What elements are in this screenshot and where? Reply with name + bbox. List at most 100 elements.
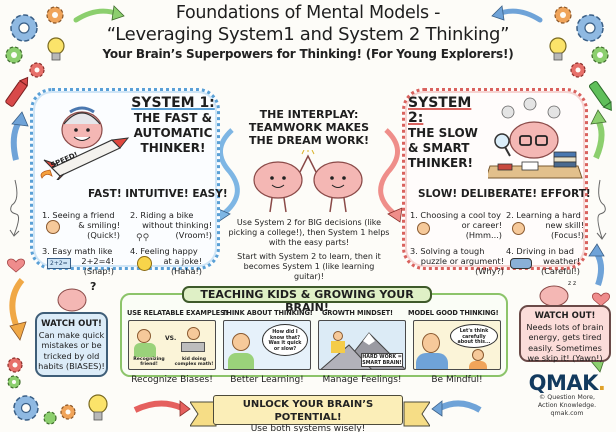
system1-heading: SYSTEM 1: bbox=[131, 95, 215, 111]
unlock-heading: UNLOCK YOUR BRAIN’S POTENTIAL! bbox=[242, 399, 374, 423]
panel-growth-mindset: HARD WORK = SMART BRAIN! bbox=[318, 320, 406, 370]
gear-icon bbox=[7, 375, 21, 389]
books-stack-icon bbox=[553, 151, 577, 168]
sleep-mark: z z bbox=[568, 280, 577, 287]
brain-icon bbox=[253, 161, 303, 213]
kid-face-icon bbox=[137, 329, 151, 343]
system1-subheading-1: THE FAST & bbox=[133, 111, 213, 125]
gear-icon bbox=[13, 395, 39, 421]
system1-subheading-3: THINKER! bbox=[140, 141, 206, 155]
panel1-right-caption: kid doing complex math! bbox=[174, 357, 214, 367]
child-body-icon bbox=[469, 361, 487, 369]
gear-icon bbox=[576, 14, 604, 42]
header: Foundations of Mental Models - “Leveragi… bbox=[0, 2, 616, 62]
panel-caption-1: Recognize Biases! bbox=[131, 375, 213, 385]
gear-icon bbox=[43, 411, 57, 425]
interplay-heading: THE INTERPLAY: bbox=[259, 108, 359, 121]
gear-icon bbox=[46, 6, 64, 24]
bicycle-icon: ⚲⚲ bbox=[136, 233, 150, 243]
interplay-paragraph-2: Start with System 2 to learn, then it be… bbox=[237, 252, 381, 281]
system2-subheading-3: THINKER! bbox=[408, 156, 473, 170]
panel-caption-3: Manage Feelings! bbox=[322, 375, 402, 385]
gear-icon bbox=[60, 404, 76, 420]
heart-icon bbox=[7, 258, 25, 273]
rocket-icon bbox=[40, 137, 130, 180]
thought-bubble: How did I know that? Was it quick or slo… bbox=[262, 324, 308, 356]
system1-example-4: 4. Feeling happy at a joke! (Haha!) bbox=[130, 246, 202, 276]
high-five-brains-illustration bbox=[253, 150, 363, 213]
laptop-icon bbox=[181, 342, 205, 352]
brand-block: QMAK. © Question More, Action Knowledge.… bbox=[527, 372, 607, 418]
interplay-subheading-2: THE DREAM WORK! bbox=[249, 134, 369, 147]
squiggle-arrow-icon bbox=[597, 179, 606, 239]
system1-title: SYSTEM 1: THE FAST & AUTOMATIC THINKER! bbox=[128, 96, 218, 156]
brain-with-glasses-icon bbox=[509, 121, 559, 159]
panel-label-2: THINK ABOUT THINKING! bbox=[222, 309, 313, 317]
kid-body-icon bbox=[228, 353, 254, 369]
climber-icon bbox=[333, 331, 343, 341]
interplay-title: THE INTERPLAY: TEAMWORK MAKES THE DREAM … bbox=[226, 108, 392, 147]
watch-out-system2: WATCH OUT! Needs lots of brain energy, g… bbox=[519, 305, 611, 363]
child-face-icon bbox=[472, 349, 484, 361]
magnifying-glass-icon bbox=[494, 133, 511, 157]
lightbulb-icon bbox=[549, 37, 567, 61]
sleeping-brain-icon bbox=[539, 285, 569, 307]
unlock-banner: UNLOCK YOUR BRAIN’S POTENTIAL! Use both … bbox=[213, 395, 403, 432]
panel-model-good-thinking: Let's think carefully about this... bbox=[413, 320, 501, 370]
title-line-2: “Leveraging System1 and System 2 Thinkin… bbox=[106, 24, 510, 45]
left-arrow-icon bbox=[438, 400, 482, 413]
brand-tagline-2: Action Knowledge. bbox=[537, 402, 597, 409]
steam-cloud-icon bbox=[501, 97, 561, 119]
panel-relatable-examples: VS. Recognizing friend! kid doing comple… bbox=[128, 320, 216, 370]
watch-out-system1: WATCH OUT! Can make quick mistakes or be… bbox=[35, 312, 108, 377]
watch-out-heading: WATCH OUT! bbox=[534, 311, 596, 321]
vs-label: VS. bbox=[165, 335, 177, 342]
adult-face-icon bbox=[422, 333, 440, 353]
brain-icon bbox=[313, 161, 363, 213]
ribbon-tails bbox=[190, 401, 430, 427]
panel-caption-4: Be Mindful! bbox=[431, 375, 483, 385]
kid-body-icon bbox=[134, 343, 156, 357]
unlock-subheading: Use both systems wisely! bbox=[250, 424, 366, 432]
lightbulb-icon bbox=[88, 394, 108, 421]
system1-panel bbox=[30, 88, 220, 270]
gear-icon bbox=[29, 62, 45, 78]
system2-tagline: SLOW! DELIBERATE! EFFORT! bbox=[418, 188, 591, 200]
system2-heading: SYSTEM 2: bbox=[408, 95, 472, 126]
squiggle-arrow-icon bbox=[10, 179, 20, 236]
qmak-logo: QMAK. bbox=[528, 371, 606, 395]
gear-icon bbox=[5, 46, 23, 64]
title-line-1: Foundations of Mental Models - bbox=[175, 3, 441, 23]
gear-icon bbox=[7, 357, 23, 373]
down-arrow-icon bbox=[9, 278, 25, 332]
speech-bubble: Let's think carefully about this... bbox=[450, 324, 498, 348]
interplay-text: Use System 2 for BIG decisions (like pic… bbox=[228, 218, 390, 286]
adult-body-icon bbox=[416, 353, 448, 369]
teaching-banner: TEACHING KIDS & GROWING YOUR BRAIN! bbox=[182, 286, 432, 314]
red-wave-arrow-icon bbox=[378, 128, 400, 217]
interplay-paragraph-1: Use System 2 for BIG decisions (like pic… bbox=[228, 218, 390, 247]
system2-subheading-1: THE SLOW bbox=[408, 126, 478, 140]
focused-boy-icon bbox=[512, 222, 525, 235]
interplay-subheading-1: TEAMWORK MAKES bbox=[248, 121, 370, 134]
climber-body-icon bbox=[331, 341, 345, 353]
right-arrow-icon bbox=[133, 400, 184, 413]
laughing-emoji-icon bbox=[137, 256, 152, 271]
gear-icon bbox=[554, 6, 572, 24]
system2-title: SYSTEM 2: THE SLOW & SMART THINKER! bbox=[408, 96, 488, 171]
system2-example-2: 2. Learning a hard new skill! (Focus!) bbox=[506, 210, 584, 240]
system1-example-2: 2. Riding a bike without thinking! (Vroo… bbox=[130, 210, 212, 240]
lightbulb-icon bbox=[47, 37, 65, 61]
confused-brain-icon bbox=[57, 288, 87, 312]
system1-subheading-2: AUTOMATIC bbox=[133, 126, 213, 140]
up-arrow-icon bbox=[593, 118, 605, 160]
gear-icon bbox=[570, 62, 586, 78]
blue-wave-arrow-icon bbox=[218, 128, 240, 217]
system2-subheading-2: & SMART bbox=[408, 141, 470, 155]
up-arrow-icon bbox=[593, 250, 604, 286]
panel-think-about-thinking: How did I know that? Was it quick or slo… bbox=[223, 320, 311, 370]
gear-icon bbox=[591, 46, 609, 64]
brand-url: qmak.com bbox=[550, 410, 584, 417]
panel-label-1: USE RELATABLE EXAMPLES! bbox=[127, 309, 228, 317]
up-arrow-icon bbox=[10, 118, 23, 161]
